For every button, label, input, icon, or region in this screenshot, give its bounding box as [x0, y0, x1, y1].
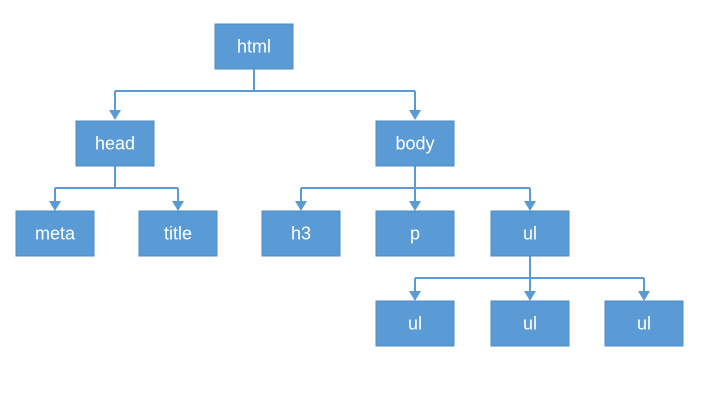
node-ul-child-2-label: ul	[523, 314, 537, 334]
arrowhead-h3	[295, 201, 307, 211]
node-ul-box	[490, 210, 570, 257]
node-p-label: p	[410, 224, 420, 244]
node-ul-child-3-label: ul	[637, 314, 651, 334]
node-head: head	[75, 120, 155, 167]
node-meta-box	[15, 210, 95, 257]
node-ul-child-1-label: ul	[408, 314, 422, 334]
node-title-label: title	[164, 224, 192, 244]
node-title-box	[138, 210, 218, 257]
node-h3-label: h3	[291, 224, 311, 244]
node-html-box	[214, 23, 294, 70]
arrowhead-ul-child-2	[524, 291, 536, 301]
node-body-label: body	[395, 134, 434, 154]
node-meta: meta	[15, 210, 95, 257]
nodes: html head body meta title h3 p u	[15, 23, 684, 347]
arrowhead-ul	[524, 201, 536, 211]
arrowhead-meta	[49, 201, 61, 211]
node-h3: h3	[261, 210, 341, 257]
node-html-label: html	[237, 37, 271, 57]
node-ul-child-2: ul	[490, 300, 570, 347]
arrowhead-title	[172, 201, 184, 211]
node-html: html	[214, 23, 294, 70]
node-ul-child-1: ul	[375, 300, 455, 347]
node-h3-box	[261, 210, 341, 257]
node-body-box	[375, 120, 455, 167]
node-head-label: head	[95, 134, 135, 154]
connectors	[49, 69, 650, 301]
node-ul: ul	[490, 210, 570, 257]
node-head-box	[75, 120, 155, 167]
node-ul-child-2-box	[490, 300, 570, 347]
node-title: title	[138, 210, 218, 257]
arrowhead-p	[409, 201, 421, 211]
arrowhead-ul-child-3	[638, 291, 650, 301]
node-ul-child-3: ul	[604, 300, 684, 347]
node-body: body	[375, 120, 455, 167]
node-meta-label: meta	[35, 224, 76, 244]
node-ul-label: ul	[523, 224, 537, 244]
node-ul-child-3-box	[604, 300, 684, 347]
node-p: p	[375, 210, 455, 257]
arrowhead-head	[109, 110, 121, 120]
node-ul-child-1-box	[375, 300, 455, 347]
node-p-box	[375, 210, 455, 257]
arrowhead-body	[409, 110, 421, 120]
arrowhead-ul-child-1	[409, 291, 421, 301]
